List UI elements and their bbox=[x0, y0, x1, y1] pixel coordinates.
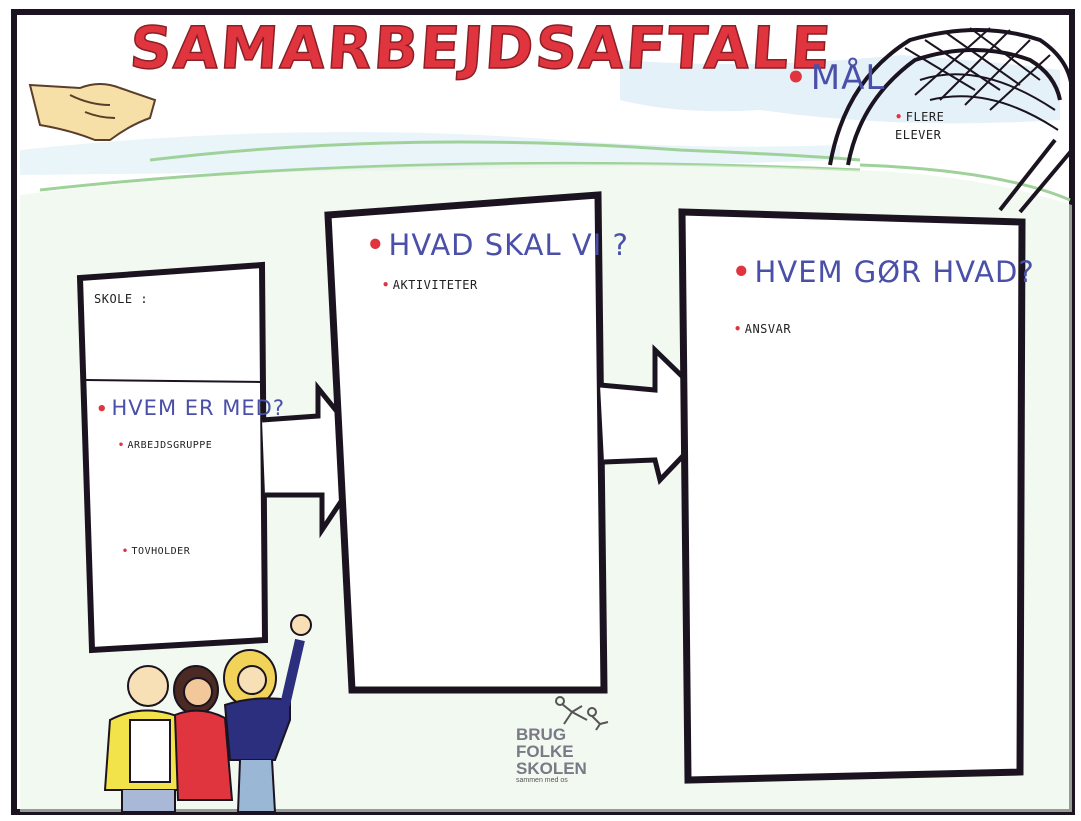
box1-item-1: •TOVHOLDER bbox=[122, 546, 191, 557]
box1-heading: •HVEM ER MED? bbox=[96, 396, 285, 420]
box1-item-0: •ARBEJDSGRUPPE bbox=[118, 440, 213, 451]
box1-frame bbox=[76, 261, 269, 654]
logo: BRUG FOLKE SKOLEN sammen med os bbox=[512, 692, 622, 784]
box3-frame bbox=[678, 208, 1026, 784]
box2-heading: •HVAD SKAL VI ? bbox=[366, 228, 629, 262]
box3-item-0: •ANSVAR bbox=[734, 322, 792, 336]
box2-frame bbox=[324, 191, 608, 694]
logo-text: BRUG FOLKE SKOLEN sammen med os bbox=[516, 726, 587, 784]
logo-tagline: sammen med os bbox=[516, 777, 568, 784]
people-illustration-icon bbox=[103, 614, 312, 813]
box2-item-0: •AKTIVITETER bbox=[382, 278, 478, 292]
logo-line-3: SKOLEN bbox=[516, 759, 587, 778]
box3-heading: •HVEM GØR HVAD? bbox=[732, 255, 1035, 289]
logo-line-1: BRUG bbox=[516, 725, 567, 744]
logo-line-2: FOLKE bbox=[516, 742, 574, 761]
field-lines bbox=[39, 140, 1071, 202]
logo-figures-icon bbox=[555, 696, 609, 731]
school-label: SKOLE : bbox=[94, 292, 149, 306]
goal-item: •FLERE ELEVER bbox=[895, 110, 945, 142]
goal-heading: •MÅL bbox=[785, 58, 886, 98]
handshake-icon bbox=[28, 83, 157, 141]
goal-item-label: FLERE ELEVER bbox=[895, 110, 945, 142]
goal-icon bbox=[828, 27, 1074, 214]
page-title: SAMARBEJDSAFTALE bbox=[127, 13, 836, 83]
